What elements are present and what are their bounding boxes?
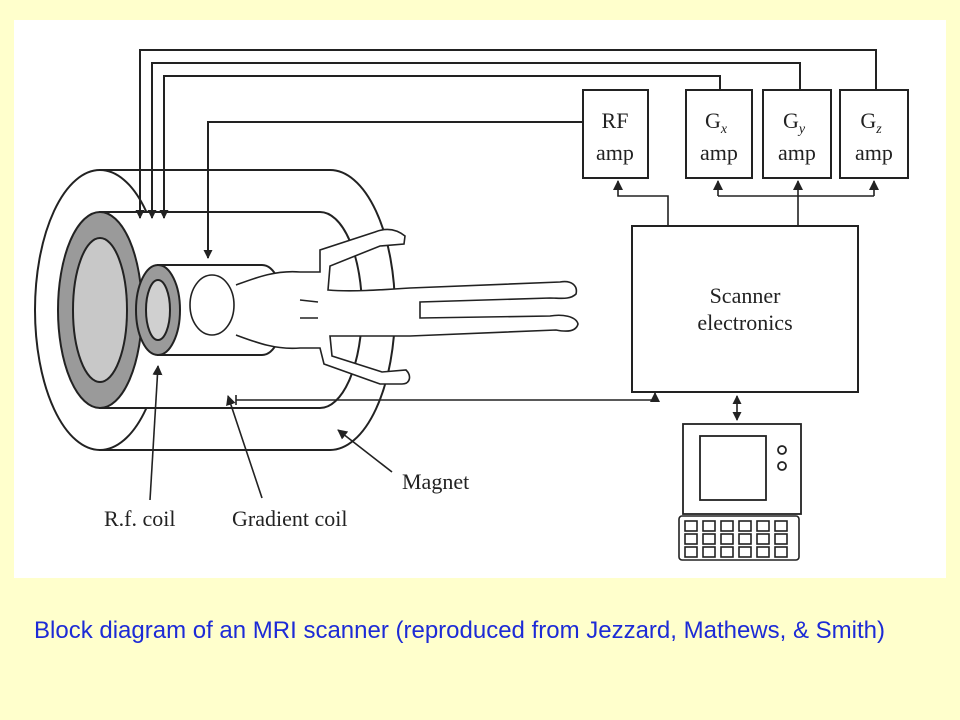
gy-amp-box (762, 89, 832, 179)
gy-amp-label-bottom: amp (778, 140, 816, 165)
gx-amp-box (685, 89, 753, 179)
gz-amp-label-bottom: amp (855, 140, 893, 165)
gy-amp-label-top: Gy (783, 108, 806, 137)
scanner-electronics-label-1: Scanner (710, 283, 782, 308)
gradient-coil-label: Gradient coil (232, 506, 347, 531)
amplifier-boxes (582, 89, 909, 179)
label-pointers (149, 365, 393, 501)
gx-amp-label-bottom: amp (700, 140, 738, 165)
patient-figure (189, 228, 579, 385)
diagram-panel: RF amp Gx amp Gy amp Gz amp Scanner elec… (14, 20, 946, 578)
electronics-to-amp-lines (613, 180, 879, 226)
rf-coil-label: R.f. coil (104, 506, 176, 531)
slide-caption: Block diagram of an MRI scanner (reprodu… (34, 617, 885, 644)
mri-block-diagram: RF amp Gx amp Gy amp Gz amp Scanner elec… (34, 49, 909, 561)
magnet-label: Magnet (402, 469, 469, 494)
rf-amp-label-bottom: amp (596, 140, 634, 165)
scanner-electronics-box (631, 225, 859, 393)
computer-keyboard (678, 515, 800, 561)
rf-amp-label-top: RF (602, 108, 629, 133)
gz-amp-label-top: Gz (860, 108, 882, 137)
coil-to-electronics-line (236, 392, 660, 402)
gx-amp-label-top: Gx (705, 108, 728, 137)
rf-amp-box (582, 89, 649, 179)
scanner-electronics-label-2: electronics (697, 310, 792, 335)
control-wires (135, 49, 877, 259)
computer-monitor (682, 423, 802, 515)
gz-amp-box (839, 89, 909, 179)
